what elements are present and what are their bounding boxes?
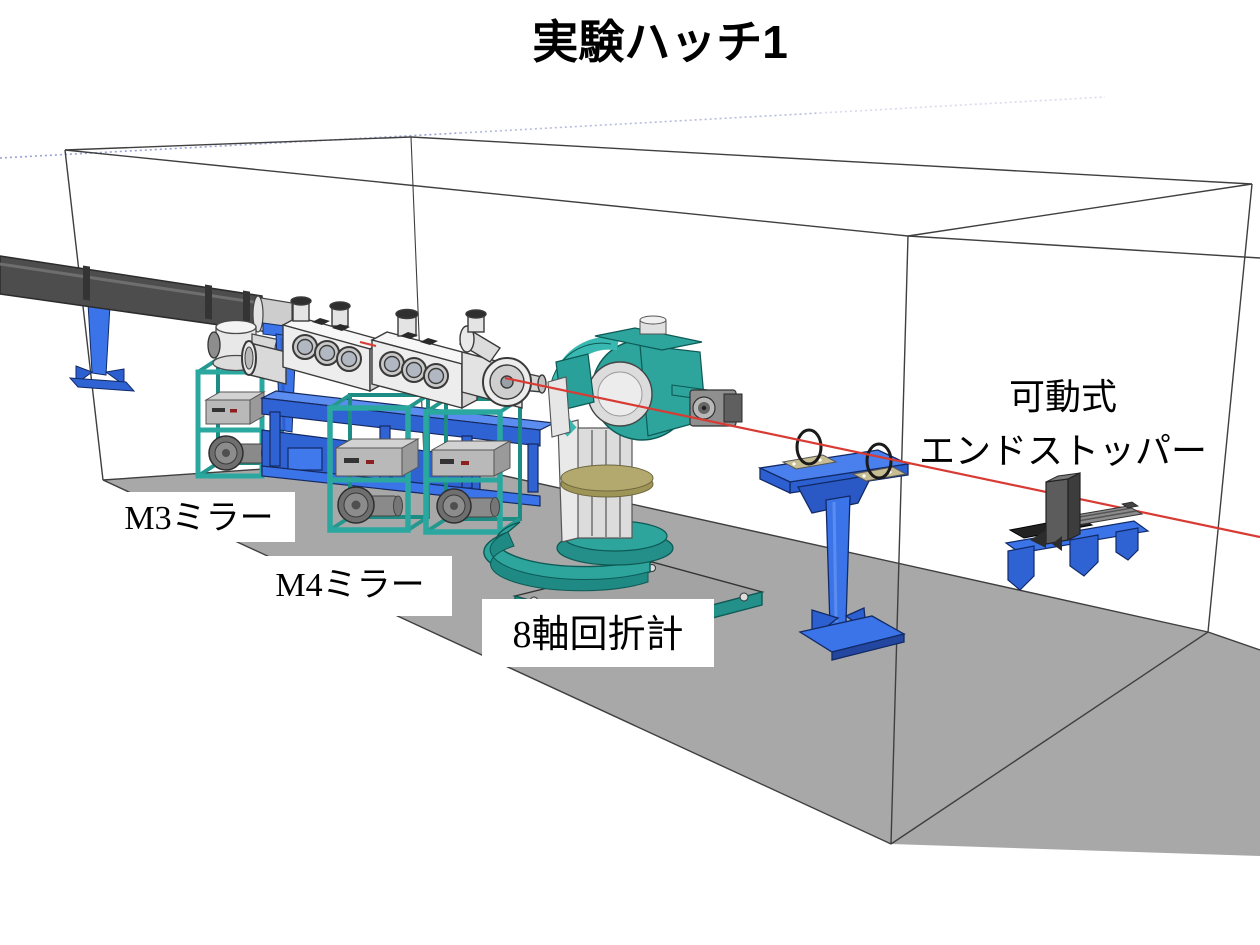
beam-pipe xyxy=(0,255,293,337)
m3-pump xyxy=(208,435,271,471)
mirror-chamber-a xyxy=(281,296,387,393)
m3-instrument-box xyxy=(204,391,266,425)
sample-platform xyxy=(560,464,654,498)
label-m3-mirror: M3ミラー xyxy=(103,492,295,542)
label-diffractometer: 8軸回折計 xyxy=(482,599,714,667)
viewport-window xyxy=(292,334,362,372)
end-stopper-label-line2: エンドストッパー xyxy=(919,430,1207,471)
m4-left-pump xyxy=(337,486,403,524)
cross-chamber xyxy=(458,309,547,409)
guide-line xyxy=(0,96,1106,159)
diffractometer-arc-slide xyxy=(483,521,651,592)
end-stopper-label-line1: 可動式 xyxy=(1009,376,1117,417)
labels: M3ミラー M4ミラー 8軸回折計 可動式 エンドストッパー xyxy=(103,376,1207,667)
mount-pad xyxy=(781,454,908,482)
viewport-window xyxy=(379,351,449,389)
movable-end-stopper xyxy=(1004,472,1150,591)
m4-rack-left xyxy=(327,393,430,533)
page-title: 実験ハッチ1 xyxy=(532,16,788,68)
m4-right-pump xyxy=(436,488,500,524)
chamber-feed-tube xyxy=(241,340,287,385)
hutch-wireframe xyxy=(0,96,1260,845)
m3-mirror-label: M3ミラー xyxy=(124,500,273,537)
m4-mirror-label: M4ミラー xyxy=(275,567,424,604)
m4-rack-right xyxy=(423,397,522,535)
stopper-block xyxy=(1030,472,1081,551)
mirror-chamber-assembly xyxy=(241,296,547,410)
diffractometer-label: 8軸回折計 xyxy=(512,614,683,656)
label-end-stopper: 可動式 エンドストッパー xyxy=(919,376,1207,471)
diffractometer-circle xyxy=(547,315,707,441)
beam-monitor-stand xyxy=(757,428,911,661)
target-ring xyxy=(795,428,893,480)
label-m4-mirror: M4ミラー xyxy=(248,556,452,616)
